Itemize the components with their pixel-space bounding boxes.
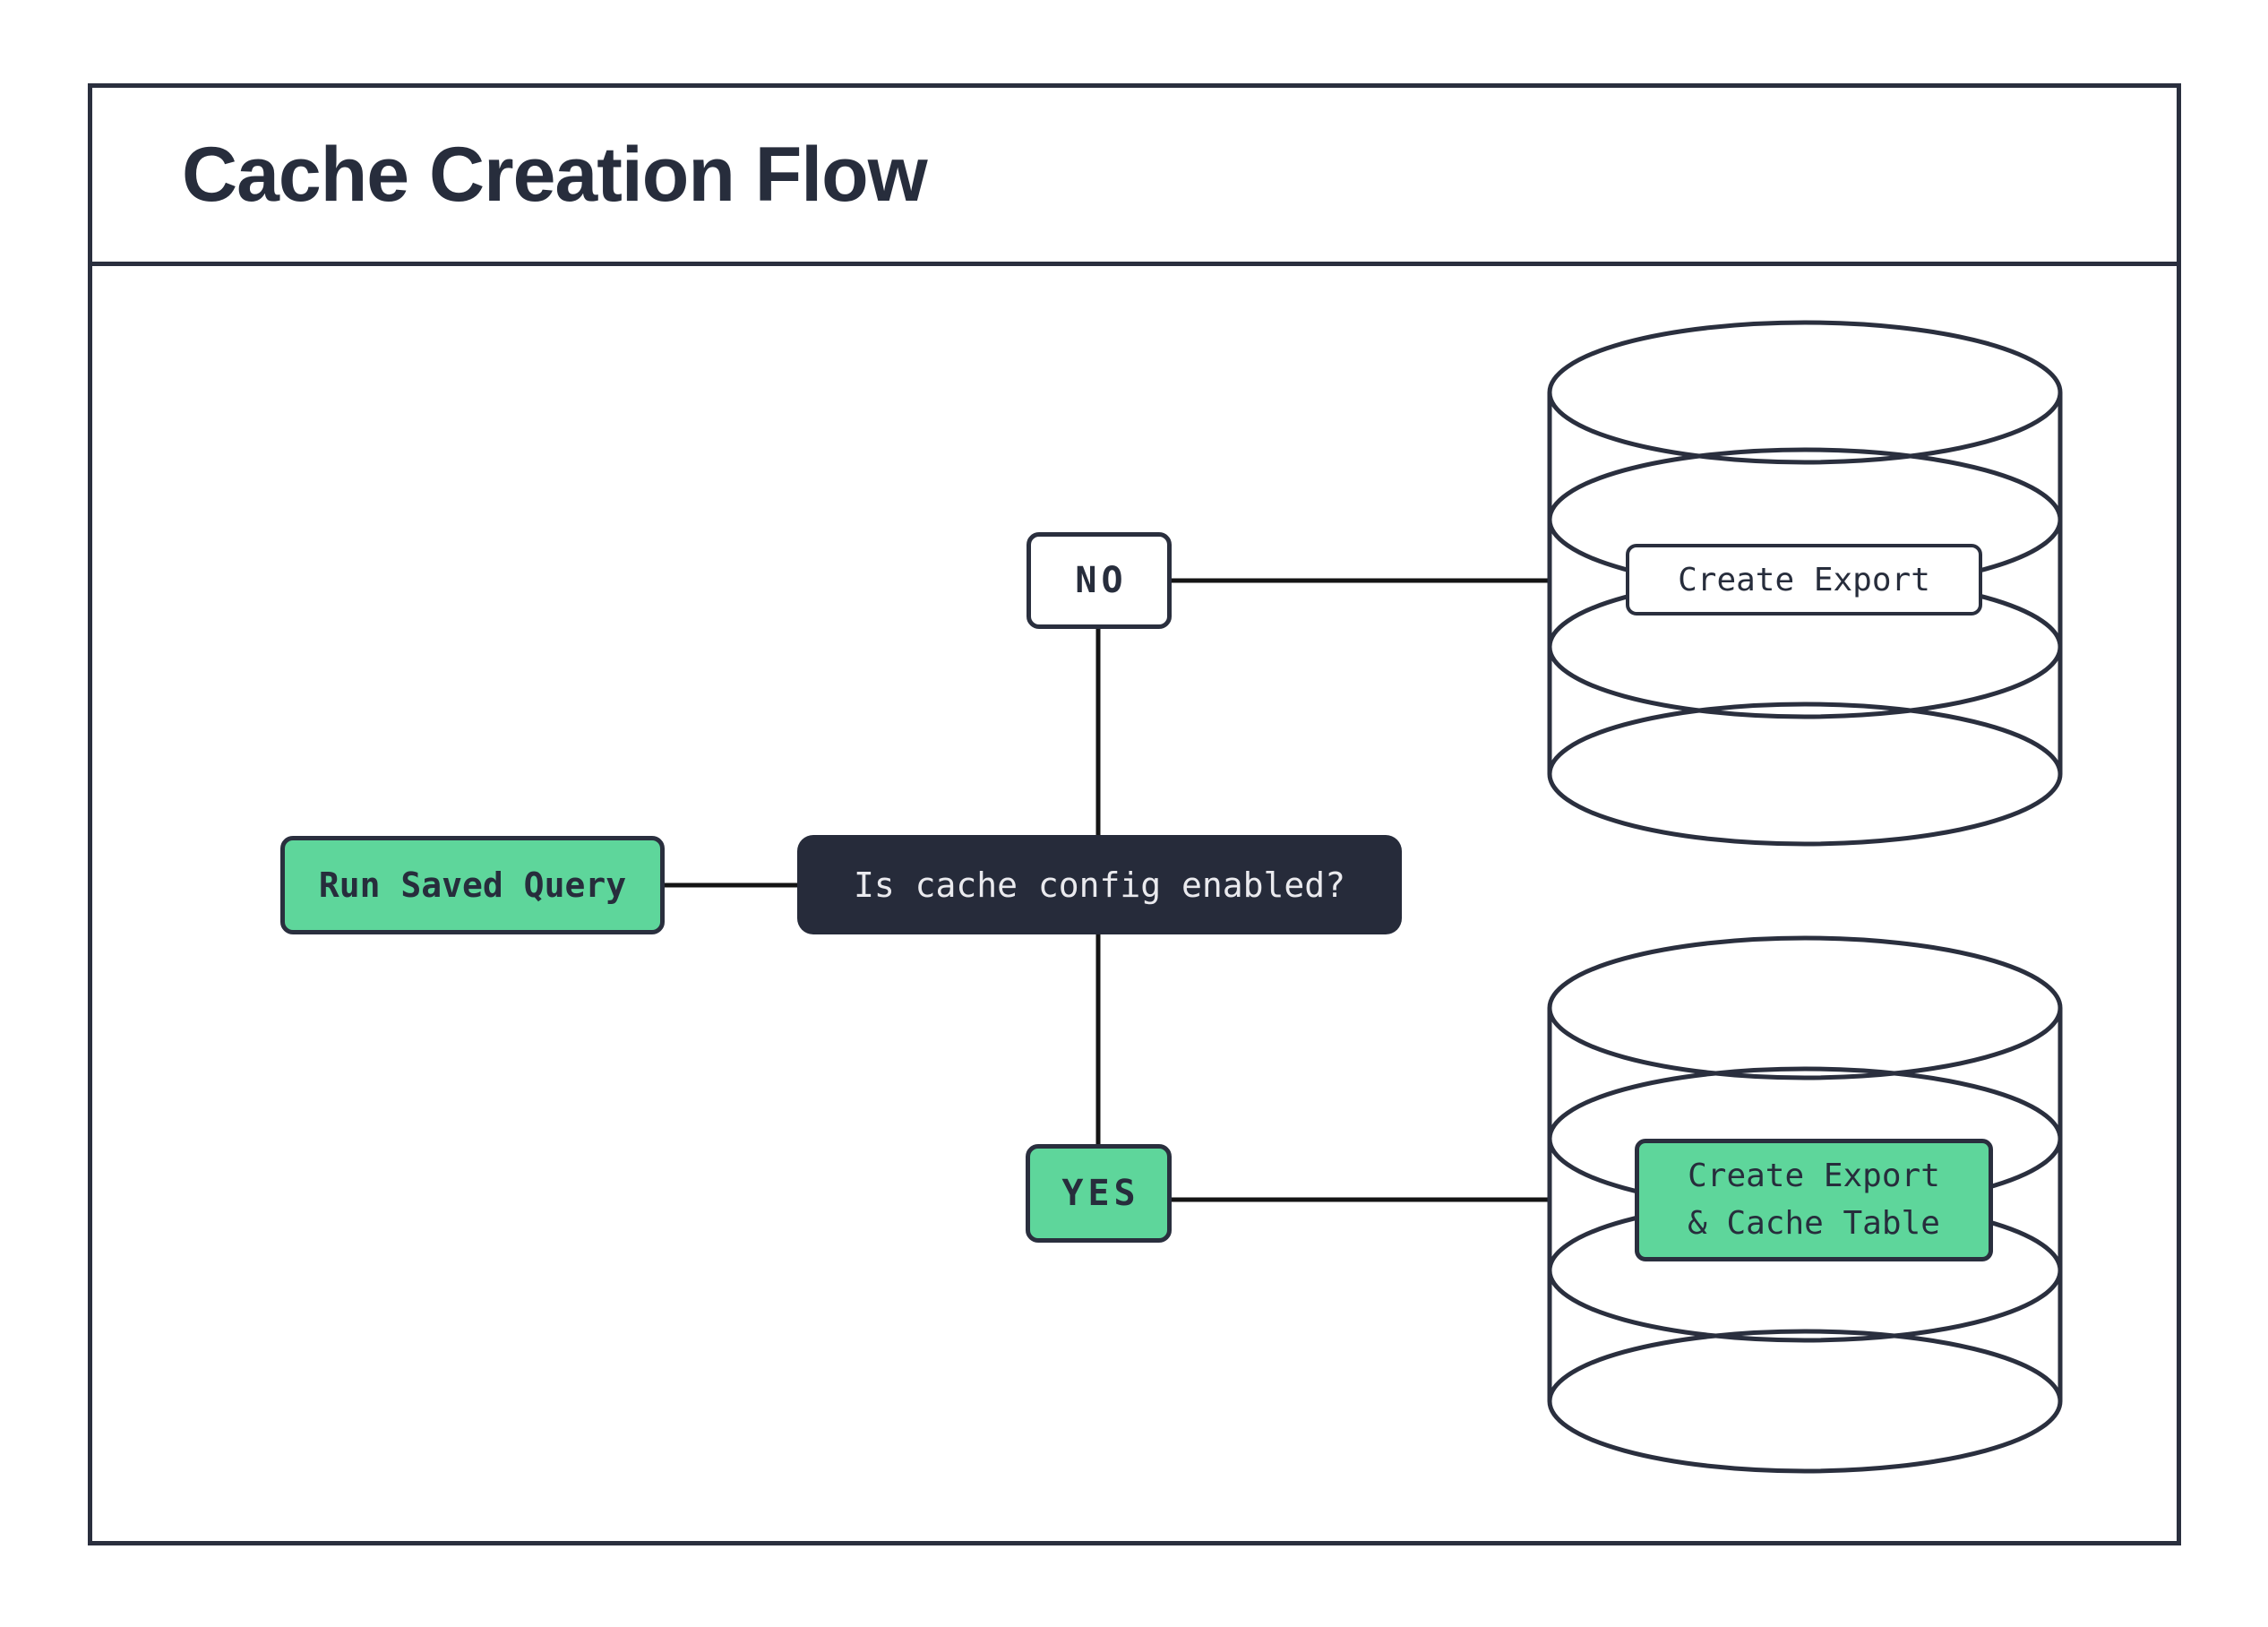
- node-decision-cache-config: Is cache config enabled?: [797, 835, 1402, 934]
- diagram-header: Cache Creation Flow: [92, 88, 2177, 266]
- node-branch-no: NO: [1027, 532, 1172, 629]
- node-create-export-cache-table: Create Export & Cache Table: [1635, 1139, 1993, 1261]
- db-label-text: Create Export & Cache Table: [1688, 1158, 1940, 1242]
- page-title: Cache Creation Flow: [182, 132, 928, 218]
- diagram-frame: Cache Creation Flow: [88, 83, 2181, 1545]
- node-create-export: Create Export: [1626, 544, 1982, 616]
- node-run-saved-query: Run Saved Query: [280, 836, 665, 934]
- node-branch-yes: YES: [1026, 1144, 1172, 1243]
